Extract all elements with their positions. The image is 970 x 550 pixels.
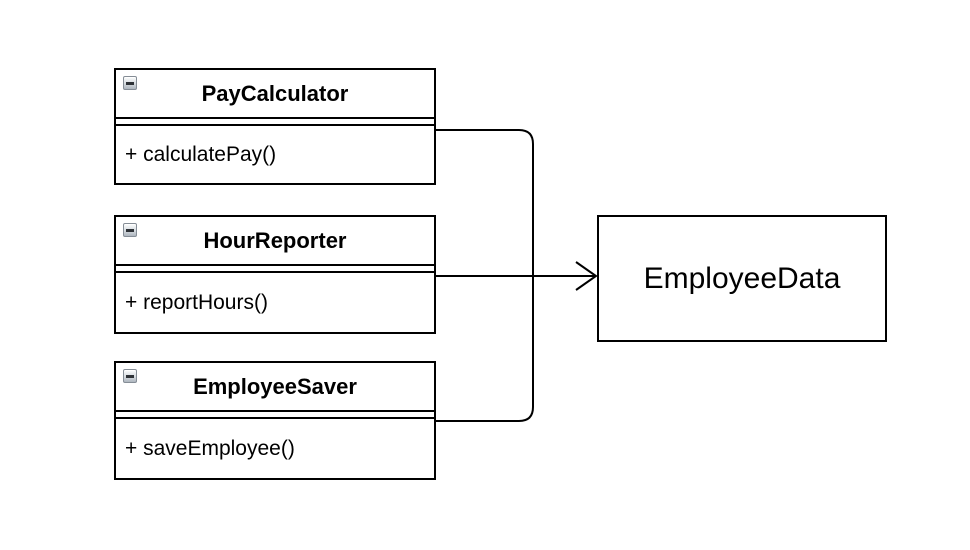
- minus-icon: [126, 374, 134, 378]
- class-box-hourreporter[interactable]: HourReporter + reportHours(): [114, 215, 436, 334]
- method-label: + calculatePay(): [125, 142, 277, 166]
- class-name: EmployeeSaver: [193, 373, 357, 399]
- collapse-button[interactable]: [123, 223, 137, 237]
- methods-compartment: + calculatePay(): [116, 126, 434, 183]
- class-box-paycalculator[interactable]: PayCalculator + calculatePay(): [114, 68, 436, 185]
- method-label: + reportHours(): [125, 290, 268, 314]
- class-header: EmployeeSaver: [116, 363, 434, 412]
- compartment-separator: [116, 266, 434, 273]
- minus-icon: [126, 228, 134, 232]
- compartment-separator: [116, 412, 434, 419]
- open-arrowhead-icon: [575, 261, 598, 291]
- class-header: HourReporter: [116, 217, 434, 266]
- class-name: EmployeeData: [643, 261, 841, 295]
- collapse-button[interactable]: [123, 76, 137, 90]
- compartment-separator: [116, 119, 434, 126]
- class-name: PayCalculator: [201, 80, 349, 106]
- methods-compartment: + reportHours(): [116, 273, 434, 332]
- method-label: + saveEmployee(): [125, 436, 295, 460]
- class-name: HourReporter: [203, 227, 347, 253]
- methods-compartment: + saveEmployee(): [116, 419, 434, 478]
- class-header: PayCalculator: [116, 70, 434, 119]
- class-box-employeesaver[interactable]: EmployeeSaver + saveEmployee(): [114, 361, 436, 480]
- minus-icon: [126, 81, 134, 85]
- class-box-employeedata[interactable]: EmployeeData: [597, 215, 887, 342]
- collapse-button[interactable]: [123, 369, 137, 383]
